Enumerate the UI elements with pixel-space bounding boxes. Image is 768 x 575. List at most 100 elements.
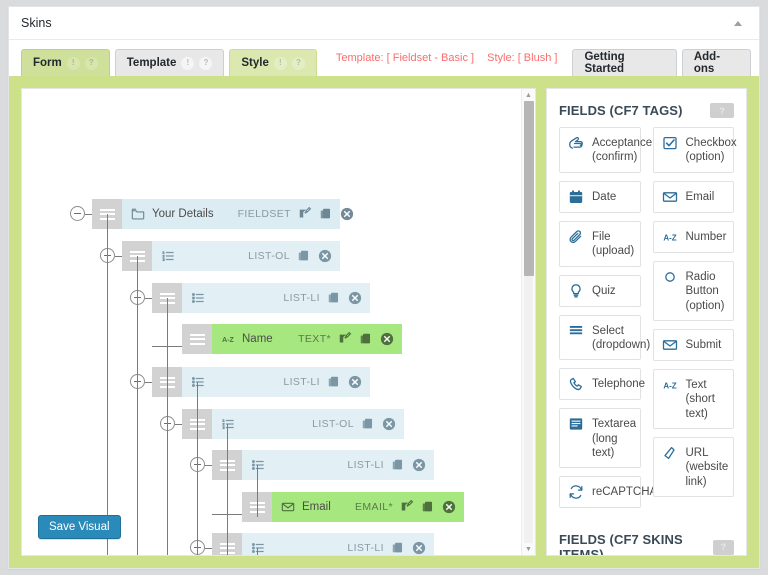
tab-strip: Form ! ? Template ! ? Style ! ? Template… [9, 40, 759, 76]
edit-icon [400, 500, 414, 514]
tree-row-body[interactable]: Email EMAIL* [272, 492, 464, 522]
field-button-label: Submit [685, 338, 722, 351]
canvas-scrollbar[interactable]: ▲ ▼ [521, 89, 535, 555]
tab-form-help-badge[interactable]: ? [84, 56, 98, 70]
duplicate-icon [327, 291, 341, 305]
tree-row-tag: LIST-LI [283, 292, 320, 304]
fields-panel: FIELDS (CF7 TAGS)?Acceptance (confirm)Da… [546, 88, 747, 556]
tree-row-body[interactable]: LIST-LI [182, 283, 370, 313]
tree-connector [107, 214, 108, 555]
field-button[interactable]: File (upload) [559, 220, 641, 267]
tree-row-body[interactable]: LIST-OL [152, 241, 340, 271]
scroll-up-arrow[interactable]: ▲ [525, 91, 532, 99]
field-button[interactable]: URL (website link) [652, 437, 734, 498]
drag-handle-icon[interactable] [182, 324, 212, 354]
field-button[interactable]: Submit [652, 328, 734, 361]
section-spacer [559, 516, 734, 530]
field-button[interactable]: Checkbox (option) [652, 127, 737, 173]
tree-row-body[interactable]: LIST-LI [242, 533, 434, 555]
field-button[interactable]: Select (dropdown) [559, 314, 650, 361]
postbox-collapse-toggle[interactable] [729, 14, 747, 32]
field-button[interactable]: Email [652, 180, 734, 213]
tree-row[interactable]: LIST-LI [152, 283, 370, 313]
scroll-down-arrow[interactable]: ▼ [525, 545, 532, 553]
field-button-label: Checkbox (option) [685, 137, 737, 164]
tab-style-alert-badge[interactable]: ! [273, 56, 287, 70]
tab-template[interactable]: Template ! ? [114, 49, 225, 76]
delete-icon [340, 207, 354, 221]
skins-postbox: Skins Form ! ? Template ! ? Style ! ? [8, 6, 760, 569]
calendar-icon [568, 189, 584, 205]
tree-connector [175, 424, 182, 425]
tab-form[interactable]: Form ! ? [21, 49, 110, 76]
field-button-label: Email [685, 190, 715, 203]
field-button-label: reCAPTCHA [592, 486, 658, 499]
list-ul-icon [251, 458, 265, 472]
field-button[interactable]: Textarea (long text) [559, 408, 641, 469]
field-button-label: Date [592, 190, 617, 203]
tree-connector [257, 465, 258, 517]
tree-row-body[interactable]: LIST-OL [212, 409, 404, 439]
select-icon [568, 323, 584, 339]
tree-row-body[interactable]: LIST-LI [182, 367, 370, 397]
tree-row-tag: LIST-LI [347, 459, 384, 471]
tree-row-body[interactable]: LIST-LI [242, 450, 434, 480]
duplicate-icon [361, 417, 375, 431]
save-visual-button[interactable]: Save Visual [38, 515, 121, 539]
field-button-label: Textarea (long text) [592, 418, 637, 459]
list-ul-icon [251, 541, 265, 555]
tree-connector [85, 214, 92, 215]
tab-add-ons[interactable]: Add-ons [681, 49, 751, 76]
scrollbar-thumb[interactable] [524, 101, 534, 276]
tree-connector [257, 548, 258, 555]
tree-row[interactable]: Email EMAIL* [242, 492, 464, 522]
field-button-label: Text (short text) [685, 378, 715, 420]
section-help-button[interactable]: ? [710, 103, 734, 118]
field-button[interactable]: Quiz [559, 274, 641, 307]
section-help-button[interactable]: ? [712, 539, 734, 555]
tree-row-tag: FIELDSET [237, 208, 291, 220]
textarea-icon [568, 416, 584, 432]
tab-style[interactable]: Style ! ? [229, 49, 317, 76]
tree-connector [115, 256, 122, 257]
tab-getting-started[interactable]: Getting Started [572, 49, 677, 76]
field-button[interactable]: Acceptance (confirm) [559, 127, 652, 173]
tab-style-help-badge[interactable]: ? [291, 56, 305, 70]
field-button[interactable]: Telephone [559, 368, 645, 401]
tree-row-tag: LIST-OL [248, 250, 290, 262]
tab-form-alert-badge[interactable]: ! [66, 56, 80, 70]
tree-row[interactable]: LIST-LI [212, 450, 434, 480]
scrollbar-track[interactable] [524, 101, 533, 543]
list-ol-icon [221, 417, 235, 431]
tree-row[interactable]: LIST-LI [152, 367, 370, 397]
tree-row[interactable]: LIST-OL [122, 241, 340, 271]
right-tab-group: Getting Started Add-ons [567, 48, 751, 76]
tree-row-tag: EMAIL* [355, 501, 393, 513]
tree-row[interactable]: LIST-OL [182, 409, 404, 439]
field-button[interactable]: Date [559, 180, 641, 213]
node-collapse-toggle[interactable] [70, 206, 85, 221]
az-icon: A-Z [662, 377, 678, 393]
edit-icon [338, 332, 352, 346]
tree-row-label: Email [302, 501, 331, 513]
tab-template-help-badge[interactable]: ? [199, 56, 213, 70]
delete-icon [348, 291, 362, 305]
field-button[interactable]: reCAPTCHA [559, 476, 657, 509]
postbox-header: Skins [9, 7, 759, 40]
field-button[interactable]: Radio Button (option) [652, 260, 734, 321]
page-title: Skins [21, 16, 52, 30]
tab-template-alert-badge[interactable]: ! [181, 56, 195, 70]
field-button[interactable]: A-Z Text (short text) [652, 368, 734, 429]
tree-row[interactable]: LIST-LI [212, 533, 434, 555]
svg-text:A-Z: A-Z [222, 337, 234, 344]
folder-icon [131, 207, 145, 221]
